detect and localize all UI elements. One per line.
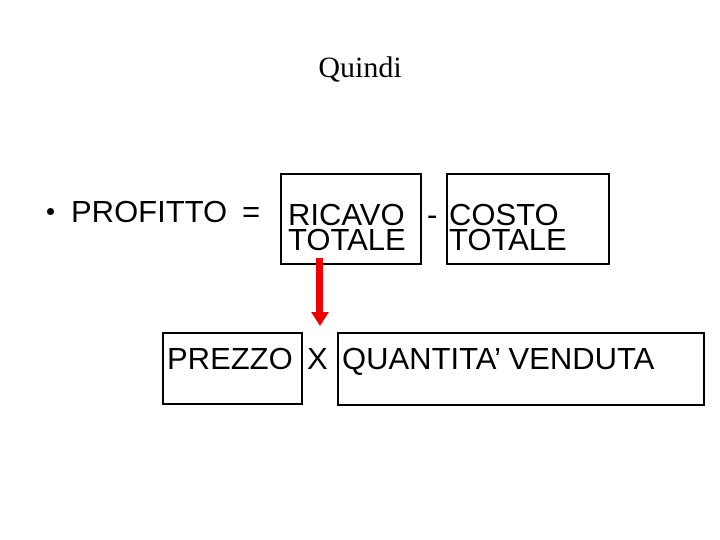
costo-box-line1: COSTO: [449, 197, 559, 232]
prezzo-box: PREZZO: [162, 332, 303, 405]
ricavo-totale-box: RICAVO TOTALE: [280, 173, 422, 265]
quantita-venduta-box: QUANTITA’ VENDUTA: [337, 332, 705, 406]
costo-totale-box: COSTO TOTALE: [446, 173, 610, 265]
profitto-label: PROFITTO: [71, 194, 228, 229]
arrow-head: [311, 312, 329, 326]
ricavo-box-line2: TOTALE: [288, 222, 406, 257]
costo-box-line2: TOTALE: [449, 222, 567, 257]
slide-title: Quindi: [318, 51, 402, 84]
ricavo-box-line1: RICAVO: [288, 197, 405, 232]
equals-sign: =: [242, 194, 261, 229]
quantita-box-label: QUANTITA’ VENDUTA: [342, 341, 655, 376]
multiplication-sign: X: [307, 341, 328, 376]
bullet-marker: [47, 208, 54, 215]
minus-sign: -: [427, 197, 438, 232]
arrow-shaft: [316, 258, 323, 314]
prezzo-box-label: PREZZO: [167, 341, 293, 376]
